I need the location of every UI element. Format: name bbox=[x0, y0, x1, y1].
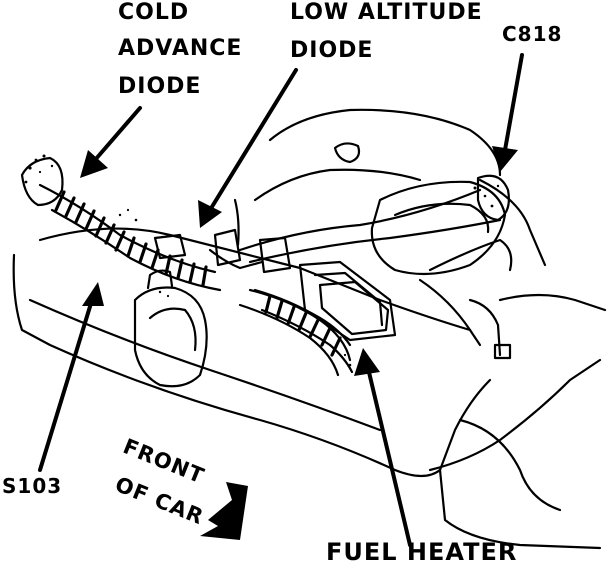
valve-cover-top-edge bbox=[38, 227, 472, 332]
distributor-wire-3 bbox=[418, 278, 482, 347]
breather-elbow-inner bbox=[148, 307, 197, 352]
breather-elbow bbox=[133, 286, 208, 388]
breather-neck bbox=[146, 269, 174, 290]
arrowheads bbox=[80, 146, 518, 376]
distributor-wire-4 bbox=[428, 238, 513, 272]
lower-block-detail bbox=[458, 418, 562, 512]
diode-wire-2 bbox=[208, 248, 264, 270]
fuel-heater-body bbox=[318, 280, 390, 336]
front-of-car-arrow bbox=[200, 482, 248, 540]
arrow-low-altitude-diode bbox=[208, 68, 298, 212]
arrow-cold-advance-diode bbox=[93, 106, 142, 162]
harness-right bbox=[253, 288, 352, 347]
right-bracket bbox=[468, 298, 502, 357]
air-cleaner-housing bbox=[268, 108, 502, 177]
valve-cover-outline bbox=[12, 253, 492, 478]
air-cleaner-stud bbox=[333, 142, 361, 164]
distributor-cap-ring bbox=[393, 202, 490, 234]
harness-clip bbox=[258, 236, 292, 274]
distributor-wire-2 bbox=[248, 218, 502, 264]
harness-ribs bbox=[54, 190, 342, 357]
low-altitude-diode-label-line1: LOW ALTITUDE bbox=[290, 0, 483, 25]
housing-right bbox=[478, 178, 547, 267]
cold-advance-diode-label-line2: ADVANCE bbox=[118, 36, 243, 61]
engine-rear-edge bbox=[428, 358, 602, 472]
harness-plug bbox=[20, 156, 64, 207]
low-altitude-diode-label-line2: DIODE bbox=[290, 38, 374, 63]
c818-label: C818 bbox=[502, 22, 563, 46]
s103-label: S103 bbox=[2, 474, 63, 498]
harness-outline-top bbox=[38, 183, 217, 274]
air-cleaner-lower bbox=[253, 168, 422, 202]
c818-connector bbox=[476, 174, 510, 222]
texture-dots bbox=[24, 154, 500, 367]
cold-advance-diode-label-line1: COLD bbox=[118, 0, 190, 25]
arrow-c818 bbox=[503, 53, 524, 152]
cold-advance-diode-label-line3: DIODE bbox=[118, 74, 202, 99]
lower-block bbox=[438, 468, 602, 550]
diode-wire bbox=[233, 198, 240, 247]
harness-right-bottom bbox=[260, 308, 354, 374]
carburetor-block-inner bbox=[313, 271, 384, 327]
engine-right-edge bbox=[498, 293, 607, 312]
fuel-heater-label: FUEL HEATER bbox=[326, 538, 518, 566]
arrow-fuel-heater bbox=[366, 366, 412, 547]
right-stud bbox=[493, 343, 512, 360]
arrow-s103 bbox=[38, 298, 94, 472]
